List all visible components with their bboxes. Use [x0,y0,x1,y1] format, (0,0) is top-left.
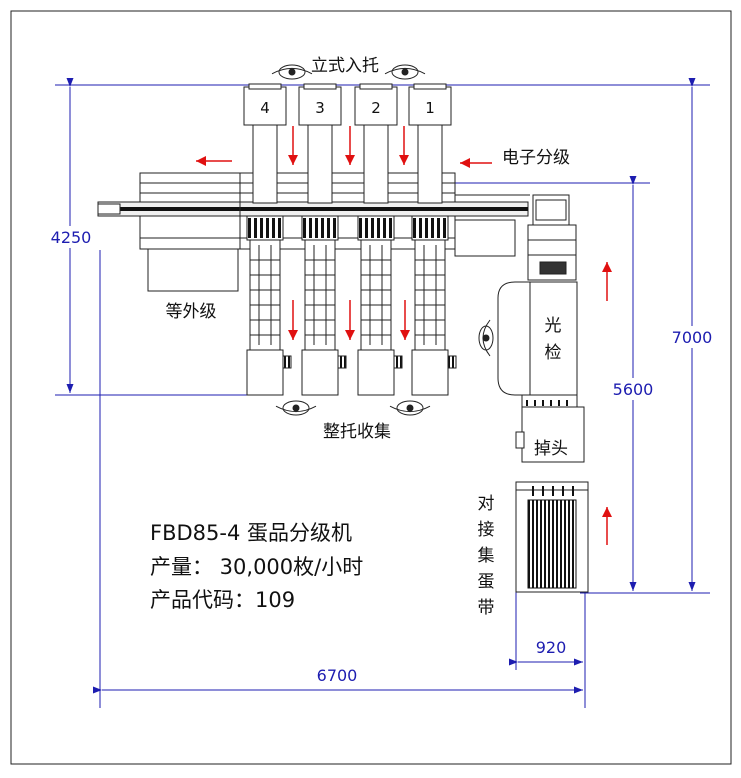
station-label-1: 1 [425,99,435,117]
column-lower [360,239,392,351]
label-conveyor-5: 带 [478,598,495,618]
tray-collector-box [301,349,339,396]
column-gear-band [246,215,284,241]
drawing-border [10,10,732,765]
label-conveyor-3: 集 [478,546,495,566]
dimension-4250: 4250 [51,228,92,247]
tray-collector-box [357,349,395,396]
main-conveyor [97,172,530,292]
eye-icon [271,64,313,80]
dimension-5600: 5600 [613,380,654,399]
grading-column [298,83,347,396]
dimension-7000: 7000 [672,328,713,347]
conveyor-teeth [526,400,574,496]
eye-icon [478,319,494,357]
grading-column [243,83,292,396]
station-label-4: 4 [260,99,270,117]
column-upper [252,124,278,204]
info-code: 产品代码：109 [150,588,295,612]
tray-loader-box [408,86,452,126]
column-gear-band [411,215,449,241]
grading-column [354,83,403,396]
dimension-6700: 6700 [317,666,358,685]
tray-loader-box [298,86,342,126]
label-vertical-tray-in: 立式入托 [311,56,379,76]
label-light-check-2: 检 [545,343,562,363]
station-label-2: 2 [371,99,381,117]
column-upper [417,124,443,204]
right-modules [497,194,589,593]
label-conveyor-4: 蛋 [478,572,495,592]
eye-icon [275,400,317,416]
label-ungraded: 等外级 [166,302,217,322]
label-light-check-1: 光 [545,316,562,336]
info-capacity: 产量： 30,000枚/小时 [150,555,363,579]
column-upper [307,124,333,204]
info-model: FBD85-4 蛋品分级机 [150,521,352,545]
column-lower [304,239,336,351]
tray-loader-box [354,86,398,126]
eye-icons [271,64,494,416]
column-gear-band [301,215,339,241]
column-upper [363,124,389,204]
label-tray-collection: 整托收集 [323,422,391,442]
station-label-3: 3 [315,99,325,117]
label-conveyor-2: 接 [478,520,495,540]
flow-arrows [196,126,612,545]
label-electronic-grading: 电子分级 [502,148,570,168]
tray-collector-box [411,349,449,396]
column-lower [249,239,281,351]
column-gear-band [357,215,395,241]
label-conveyor-1: 对 [478,494,495,514]
label-drop-head: 掉头 [534,439,568,459]
grading-column [408,83,457,396]
eye-icon [389,400,431,416]
column-lower [414,239,446,351]
tray-collector-box [246,349,284,396]
dimension-920: 920 [536,638,567,657]
grading-columns [243,83,457,396]
eye-icon [384,64,426,80]
